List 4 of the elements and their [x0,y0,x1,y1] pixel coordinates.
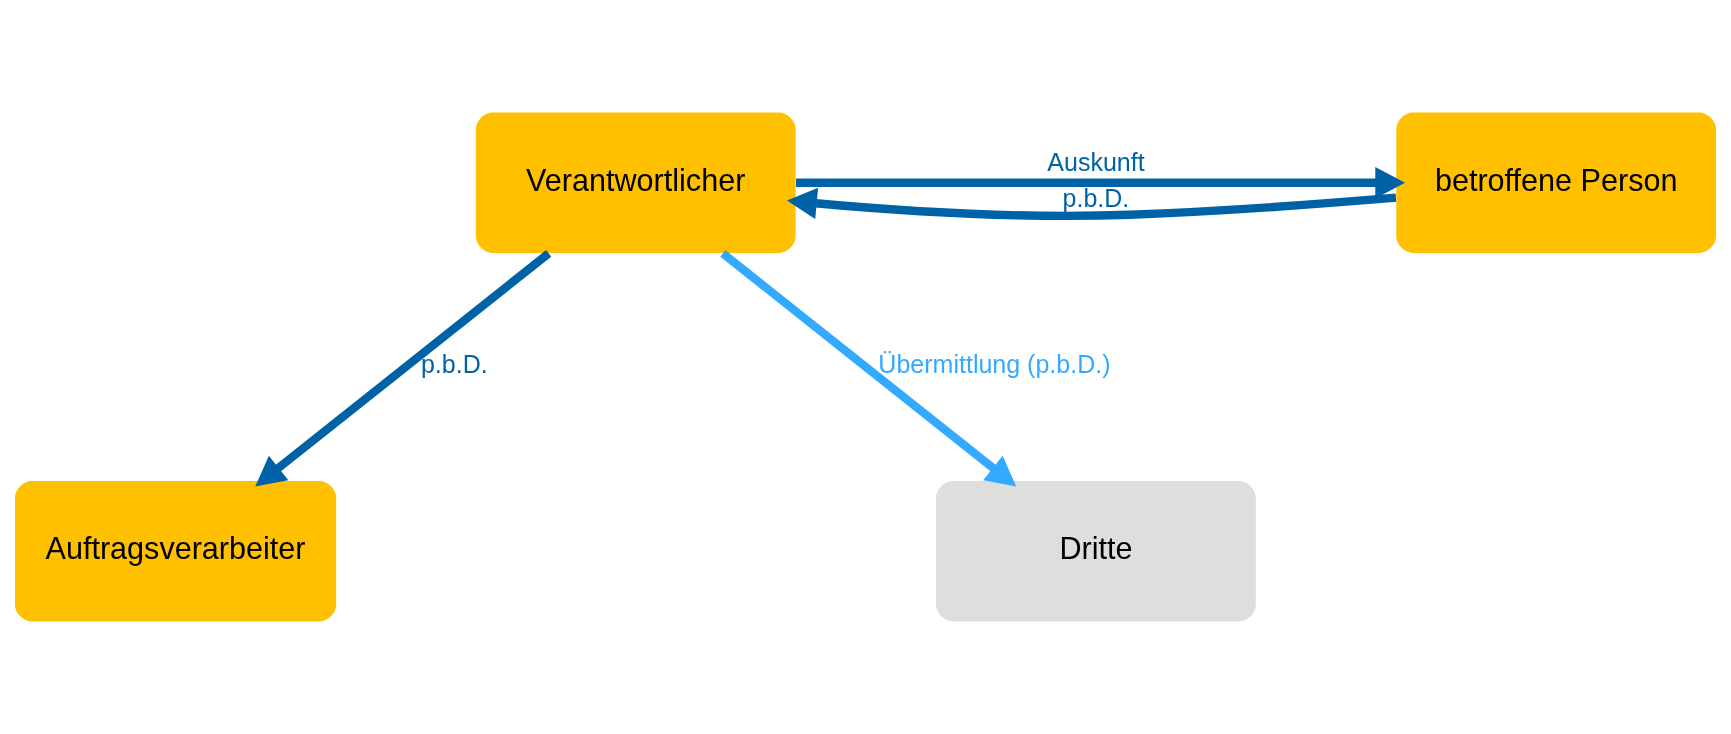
edge-label: Auskunft [1047,147,1145,176]
edge-label: Übermittlung (p.b.D.) [878,350,1111,379]
edge-label: p.b.D. [420,350,488,379]
edge-label: p.b.D. [1062,183,1130,212]
